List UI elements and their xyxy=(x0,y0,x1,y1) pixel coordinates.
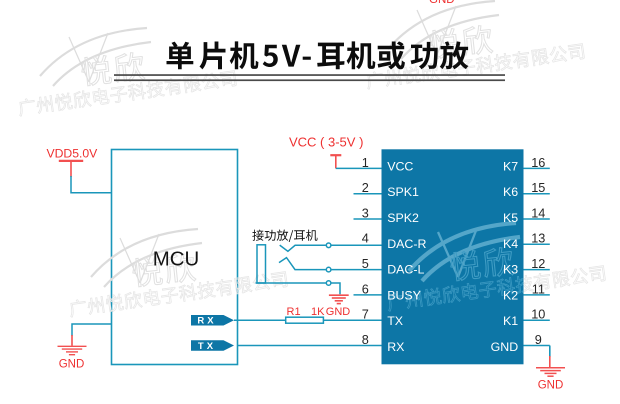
svg-text:TX: TX xyxy=(198,341,216,352)
svg-text:GND: GND xyxy=(538,380,564,392)
svg-text:BUSY: BUSY xyxy=(387,288,421,302)
svg-text:K6: K6 xyxy=(503,185,518,199)
svg-text:5: 5 xyxy=(362,257,369,271)
svg-text:1K: 1K xyxy=(311,306,325,318)
svg-text:1: 1 xyxy=(362,156,369,170)
svg-text:6: 6 xyxy=(362,282,369,296)
svg-text:13: 13 xyxy=(531,232,545,246)
svg-text:15: 15 xyxy=(531,181,545,195)
svg-text:10: 10 xyxy=(531,308,545,322)
svg-text:K4: K4 xyxy=(503,237,518,251)
svg-text:RX: RX xyxy=(387,340,404,354)
svg-text:4: 4 xyxy=(362,232,369,246)
svg-text:VCC ( 3-5V ): VCC ( 3-5V ) xyxy=(289,135,363,150)
svg-text:GND: GND xyxy=(59,359,85,371)
svg-text:GND: GND xyxy=(429,0,455,6)
svg-text:12: 12 xyxy=(531,257,545,271)
svg-text:VDD5.0V: VDD5.0V xyxy=(47,147,99,161)
svg-text:SPK2: SPK2 xyxy=(387,211,419,225)
svg-text:MCU: MCU xyxy=(153,249,199,271)
svg-text:RX: RX xyxy=(197,316,216,327)
svg-text:VCC: VCC xyxy=(387,159,413,173)
svg-text:11: 11 xyxy=(532,282,545,296)
svg-text:TX: TX xyxy=(387,314,403,328)
svg-text:SPK1: SPK1 xyxy=(387,185,419,199)
svg-text:GND: GND xyxy=(326,306,351,318)
svg-text:K1: K1 xyxy=(503,314,518,328)
svg-text:14: 14 xyxy=(531,206,545,220)
svg-text:K5: K5 xyxy=(503,211,518,225)
svg-text:16: 16 xyxy=(531,156,545,170)
svg-text:R1: R1 xyxy=(287,306,301,318)
svg-text:7: 7 xyxy=(362,308,369,322)
svg-text:2: 2 xyxy=(362,181,369,195)
svg-text:3: 3 xyxy=(362,206,369,220)
svg-text:8: 8 xyxy=(362,333,369,347)
svg-text:K3: K3 xyxy=(503,263,518,277)
svg-text:K2: K2 xyxy=(503,288,518,302)
svg-text:GND: GND xyxy=(491,340,519,354)
svg-text:DAC-L: DAC-L xyxy=(387,263,424,277)
svg-text:K7: K7 xyxy=(503,159,518,173)
svg-text:9: 9 xyxy=(535,333,542,347)
svg-text:DAC-R: DAC-R xyxy=(387,237,426,251)
